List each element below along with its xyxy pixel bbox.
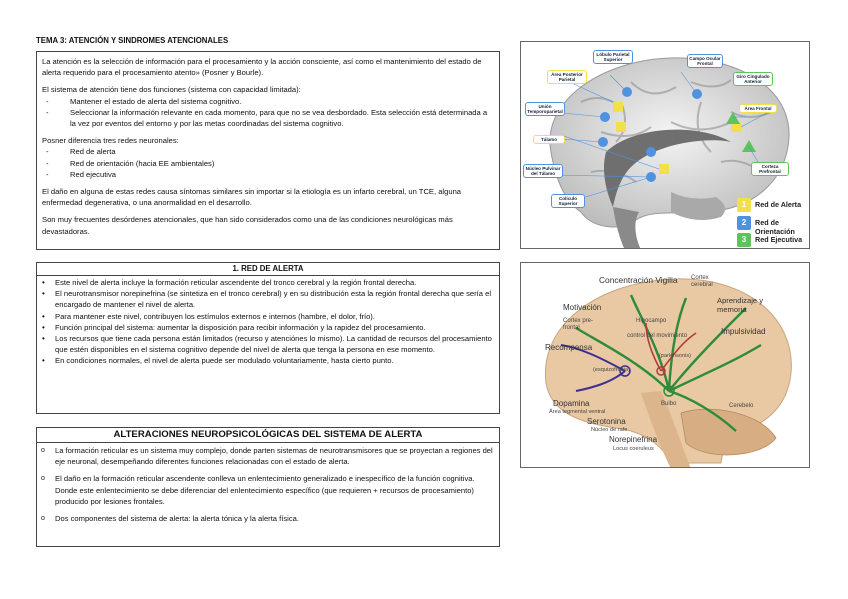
list-item: La formación reticular es un sistema muy… bbox=[39, 445, 495, 467]
alert-network-heading: 1. RED DE ALERTA bbox=[37, 263, 499, 276]
label-parkinsonis: (parkinsonis) bbox=[659, 353, 692, 359]
executive-marker bbox=[726, 112, 740, 124]
label-nucleo-pulvinar: Núcleo Pulvinar del Tálamo bbox=[523, 164, 563, 179]
alterations-box: ALTERACIONES NEUROPSICOLÓGICAS DEL SISTE… bbox=[36, 427, 500, 547]
label-parietal-sup: Lóbulo Parietal Superior bbox=[593, 50, 633, 65]
alert-list: Este nivel de alerta incluye la formació… bbox=[37, 276, 499, 367]
label-recompensa: Recompensa bbox=[545, 343, 593, 352]
intro-disorders-text: Son muy frecuentes desórdenes atencional… bbox=[42, 215, 453, 236]
list-item: Seleccionar la información relevante en … bbox=[42, 107, 494, 129]
raphe-marker bbox=[663, 385, 675, 397]
functions-list: Mantener el estado de alerta del sistema… bbox=[42, 96, 494, 130]
list-item: Para mantener este nivel, contribuyen lo… bbox=[39, 311, 495, 322]
label-bulbo: Bulbo bbox=[661, 401, 677, 407]
list-item: Red de orientación (hacia EE ambientales… bbox=[42, 158, 494, 169]
label-esquizofrenia: (esquizofrenia) bbox=[593, 367, 630, 373]
label-impulsividad: Impulsividad bbox=[721, 327, 766, 336]
label-area-post-parietal: Área Posterior Parietal bbox=[547, 70, 587, 85]
label-locus: Locus coeruleus bbox=[613, 446, 654, 452]
networks-list: Red de alerta Red de orientación (hacia … bbox=[42, 146, 494, 180]
label-nucleo-rafe: Núcleo de rafe bbox=[591, 427, 628, 433]
label-serotonina: Serotonina bbox=[587, 417, 626, 426]
label-aprendizaje: Aprendizaje y memoria bbox=[717, 296, 764, 314]
alert-marker bbox=[731, 122, 741, 132]
alert-marker bbox=[659, 164, 669, 174]
list-item: Red ejecutiva bbox=[42, 169, 494, 180]
label-campo-ocular: Campo Ocular Frontal bbox=[687, 54, 723, 69]
label-control: control del movimiento bbox=[627, 333, 688, 339]
list-item: En condiciones normales, el nivel de ale… bbox=[39, 355, 495, 366]
attention-networks-figure: Lóbulo Parietal Superior Área Posterior … bbox=[520, 41, 810, 249]
alert-marker bbox=[616, 122, 626, 132]
legend-swatch-executive: 3 bbox=[737, 233, 751, 247]
list-item: El neurotransmisor norepinefrina (se sin… bbox=[39, 288, 495, 310]
pathways-illustration bbox=[545, 278, 792, 467]
list-item: Mantener el estado de alerta del sistema… bbox=[42, 96, 494, 107]
intro-box: La atención es la selección de informaci… bbox=[36, 51, 500, 250]
page-title: TEMA 3: ATENCIÓN Y SINDROMES ATENCIONALE… bbox=[36, 36, 229, 45]
orientation-marker bbox=[646, 147, 656, 157]
label-cortex-cerebral: Cortex cerebral bbox=[691, 275, 713, 288]
list-item: Los recursos que tiene cada persona está… bbox=[39, 333, 495, 355]
intro-damage-text: El daño en alguna de estas redes causa s… bbox=[42, 187, 462, 208]
legend-label-orientation: Red de Orientación bbox=[755, 218, 795, 236]
label-motivacion: Motivación bbox=[563, 303, 602, 312]
label-concentracion: Concentración Vigilia bbox=[599, 275, 678, 285]
legend-swatch-alert: 1 bbox=[737, 198, 751, 212]
intro-functions-text: El sistema de atención tiene dos funcion… bbox=[42, 85, 301, 95]
legend-label-executive: Red Ejecutiva bbox=[755, 235, 803, 244]
alterations-heading: ALTERACIONES NEUROPSICOLÓGICAS DEL SISTE… bbox=[37, 428, 499, 443]
list-item: Función principal del sistema: aumentar … bbox=[39, 322, 495, 333]
label-hipocampo: Hipocampo bbox=[636, 318, 667, 324]
label-giro-cingulado: Giro Cingulado Anterior bbox=[733, 72, 773, 87]
label-corteza-pf: Corteza Prefrontal bbox=[751, 162, 789, 177]
label-talamo: Tálamo bbox=[533, 135, 565, 145]
legend-swatch-orientation: 2 bbox=[737, 216, 751, 230]
brain-illustration bbox=[549, 57, 790, 248]
legend-label-alert: Red de Alerta bbox=[755, 200, 802, 209]
label-cerebelo: Cerebelo bbox=[729, 403, 754, 409]
label-area-tegmental: Área tegmental ventral bbox=[549, 409, 606, 415]
label-area-frontal: Área Frontal bbox=[739, 104, 777, 114]
label-union-tp: Unión Temporoparietal bbox=[525, 102, 565, 117]
label-colliculo: Colículo Superior bbox=[551, 194, 585, 209]
intro-networks-text: Posner diferencia tres redes neuronales: bbox=[42, 136, 179, 146]
list-item: El daño en la formación reticular ascend… bbox=[39, 473, 495, 507]
list-item: Dos componentes del sistema de alerta: l… bbox=[39, 513, 495, 524]
alert-marker bbox=[613, 102, 623, 112]
intro-definition: La atención es la selección de informaci… bbox=[42, 57, 482, 78]
label-norepinefrina: Norepinefrina bbox=[609, 435, 658, 444]
executive-marker bbox=[742, 140, 756, 152]
label-dopamina: Dopamina bbox=[553, 399, 590, 408]
alert-network-box: 1. RED DE ALERTA Este nivel de alerta in… bbox=[36, 262, 500, 414]
alterations-list: La formación reticular es un sistema muy… bbox=[37, 443, 499, 524]
label-cortex-prefrontal: Cortex pre-frontal bbox=[563, 318, 594, 331]
list-item: Red de alerta bbox=[42, 146, 494, 157]
vta-marker bbox=[619, 365, 631, 377]
neurotransmitter-pathways-figure: Concentración Vigilia Cortex cerebral Mo… bbox=[520, 262, 810, 468]
list-item: Este nivel de alerta incluye la formació… bbox=[39, 277, 495, 288]
substantia-marker bbox=[656, 366, 666, 376]
